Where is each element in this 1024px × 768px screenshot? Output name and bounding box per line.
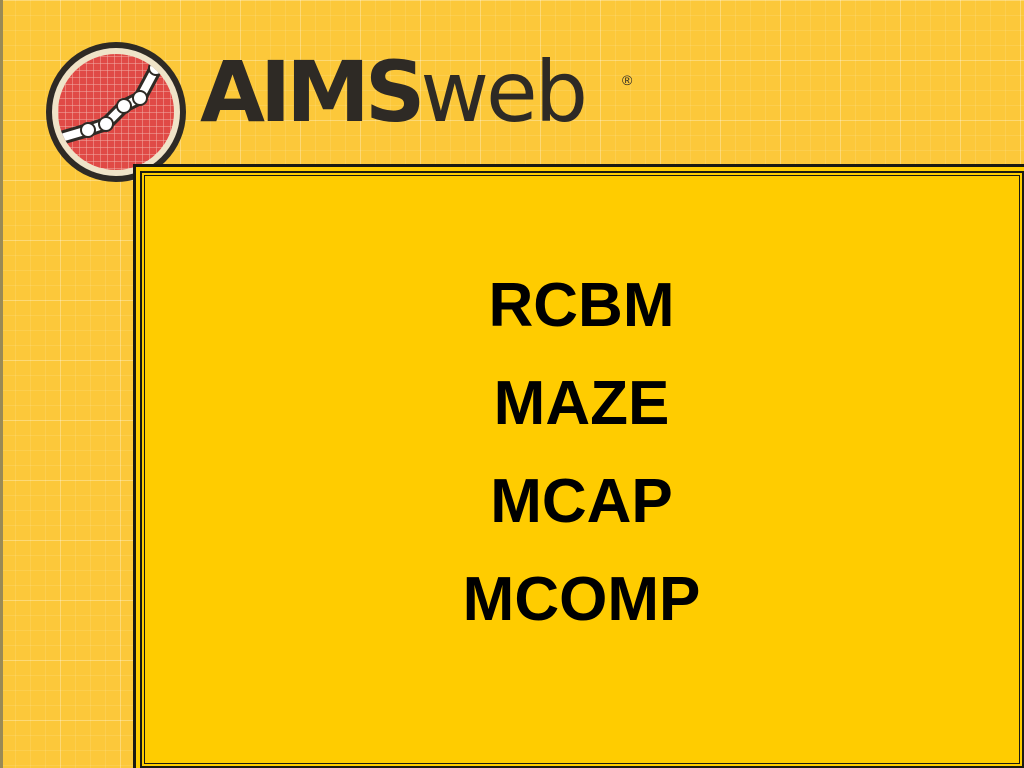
list-item: MAZE [493,369,670,438]
aimsweb-logo: AIMSweb ® [44,28,644,198]
measure-list: RCBM MAZE MCAP MCOMP [136,257,1024,649]
logo-wordmark-light: web [420,43,588,141]
slide-left-edge [0,0,3,768]
list-item: MCAP [490,467,673,536]
content-panel: RCBM MAZE MCAP MCOMP [133,164,1024,768]
list-item: MCOMP [462,565,701,634]
logo-wordmark: AIMSweb [200,50,588,134]
logo-wordmark-bold: AIMS [200,43,425,141]
registered-mark: ® [622,72,633,88]
list-item: RCBM [488,271,675,340]
graph-line-globe-icon [46,42,186,182]
